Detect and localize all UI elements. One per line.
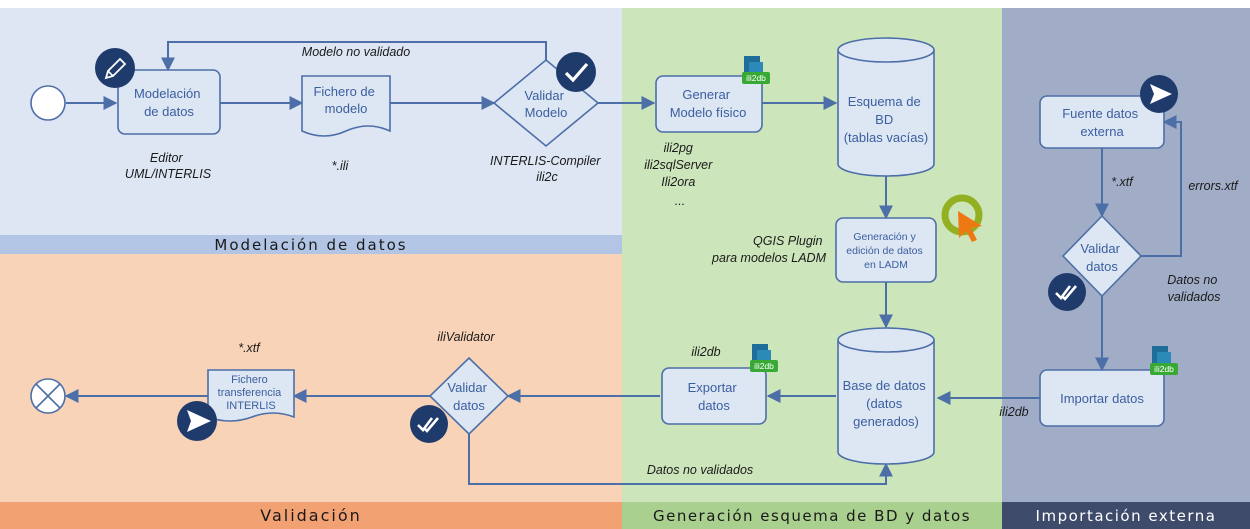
esquema-bd-cylinder [837,37,935,177]
esquema-bd-label: Esquema de BD (tablas vacías) [844,94,929,145]
band-importacion-label: Importación externa [1035,506,1217,525]
ili2db-export-label: ili2db [691,345,720,359]
send-icon-fuente [1140,75,1178,113]
validar-datos-ext-label: Validar datos [1080,241,1123,274]
pencil-icon [95,48,135,88]
connectors [64,41,1182,485]
importar-datos-box [1039,369,1165,427]
fichero-modelo-label: Fichero de modelo [313,84,378,116]
band-validacion-label: Validación [260,506,362,525]
arrow-errors-xtf [1141,115,1182,257]
xtf-out-label: *.xtf [238,341,261,355]
zone-validacion [0,254,622,502]
validar-datos-decision [428,356,510,436]
importar-datos-label: Importar datos [1060,391,1144,406]
generar-modelo-label: Generar Modelo físico [670,87,747,120]
fuente-datos-box [1039,95,1165,149]
double-check-icon-ext [1048,273,1086,311]
errors-xtf-label: errors.xtf [1188,179,1239,193]
validar-datos-ext-decision [1061,214,1143,298]
band-importacion: Importación externa [1002,502,1250,529]
qgis-plugin-label: QGIS Plugin para modelos LADM [711,234,827,265]
ilivalidator-label: iliValidator [437,330,495,344]
ili-ext-label: *.ili [332,159,350,173]
xtf-ext-label: *.xtf [1111,175,1134,189]
ili2db-badge-generar: ili2db [742,56,770,84]
ili2db-badge-importar: ili2db [1150,346,1178,375]
exportar-datos-label: Exportar datos [688,380,741,413]
editor-label: Editor UML/INTERLIS [125,151,212,181]
generacion-edicion-box [835,217,937,283]
band-generacion: Generación esquema de BD y datos [622,502,1002,529]
validar-modelo-label: Validar Modelo [524,88,567,120]
ili2db-import-label: ili2db [999,405,1028,419]
modelacion-datos-box [117,69,221,135]
band-modelacion: Modelación de datos [0,235,622,254]
ili2db-badge-exportar: ili2db [750,344,778,372]
generar-modelo-box [655,75,763,133]
compiler-label: INTERLIS-Compiler ili2c [490,154,604,184]
start-event [30,85,66,121]
base-datos-label: Base de datos (datos generados) [843,378,930,429]
svg-text:ili2db: ili2db [1154,364,1174,374]
arrow-datos-no-validados [468,434,893,485]
band-generacion-label: Generación esquema de BD y datos [652,506,972,525]
fichero-transferencia-doc [207,369,295,422]
end-event [30,378,66,414]
generacion-edicion-label: Generación y edición de datos en LADM [846,231,925,271]
svg-text:ili2db: ili2db [746,73,766,83]
svg-text:ili2db: ili2db [754,361,774,371]
arrow-modelo-no-validado [161,41,547,72]
check-icon [556,52,596,92]
datos-no-validados-label: Datos no validados [647,463,753,477]
exportar-datos-box [661,367,767,425]
validar-datos-label: Validar datos [447,380,490,413]
qgis-icon [941,194,983,242]
modelacion-datos-label: Modelación de datos [134,86,204,119]
datos-no-validados-ext-label: Datos no validados [1167,273,1221,304]
fichero-modelo-doc [301,75,391,137]
modelo-no-validado-label: Modelo no validado [302,45,410,59]
band-validacion: Validación [0,502,622,529]
ili2-tools-label: ili2pg ili2sqlServer Ili2ora ... [644,141,716,208]
fuente-datos-label: Fuente datos externa [1062,106,1142,139]
send-icon [177,401,217,441]
base-datos-cylinder [837,327,935,465]
band-modelacion-label: Modelación de datos [214,235,408,254]
fichero-transferencia-label: Fichero transferencia INTERLIS [218,374,285,412]
double-check-icon [410,405,448,443]
